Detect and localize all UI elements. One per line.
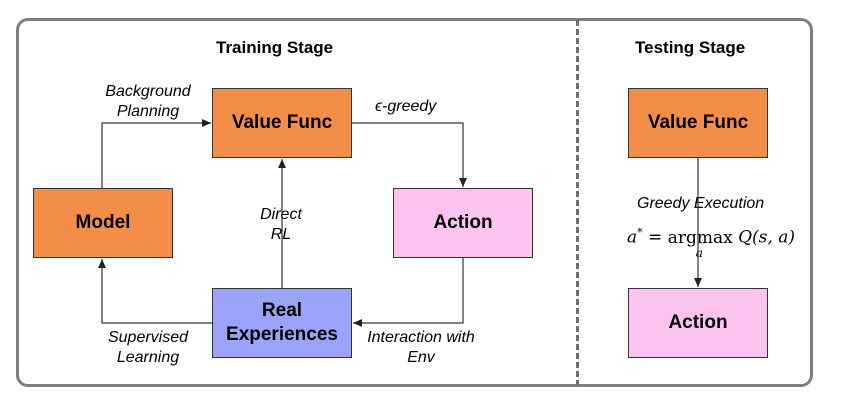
formula-equals: = <box>642 227 668 248</box>
arrow-valuefunc-to-action <box>352 122 467 187</box>
test-action-box: Action <box>628 288 768 358</box>
supervised-learning-line-2: Learning <box>116 349 180 366</box>
value-func-label: Value Func <box>231 112 333 133</box>
arrow-model-to-valuefunc <box>101 119 211 188</box>
supervised-learning-label: Supervised Learning <box>93 328 203 368</box>
testing-stage-title: Testing Stage <box>635 38 746 57</box>
direct-rl-line-1: Direct <box>260 206 302 223</box>
background-planning-line-2: Planning <box>116 103 180 120</box>
formula-lhs: a <box>627 227 638 248</box>
real-experiences-line-1: Real <box>261 300 303 321</box>
model-box: Model <box>33 188 173 258</box>
background-planning-label: Background Planning <box>93 82 203 122</box>
direct-rl-line-2: RL <box>270 226 292 243</box>
interaction-with-env-label: Interaction with Env <box>355 328 487 368</box>
test-value-func-box: Value Func <box>628 88 768 158</box>
interaction-with-env-line-2: Env <box>407 349 435 366</box>
action-box: Action <box>393 188 533 258</box>
value-func-box: Value Func <box>212 88 352 158</box>
background-planning-line-1: Background <box>105 83 191 100</box>
supervised-learning-line-1: Supervised <box>107 329 189 346</box>
interaction-with-env-line-1: Interaction with <box>367 329 475 346</box>
epsilon-greedy-label: ϵ-greedy <box>375 98 437 115</box>
formula-rhs: Q(s, a) <box>738 227 795 248</box>
test-value-func-label: Value Func <box>647 112 749 133</box>
training-stage-title: Training Stage <box>216 38 334 57</box>
real-experiences-box: Real Experiences <box>212 288 352 358</box>
arrow-experiences-to-model <box>98 259 212 324</box>
arrow-action-to-experiences <box>353 258 464 327</box>
direct-rl-label: Direct RL <box>246 205 316 245</box>
stage-divider <box>576 20 579 386</box>
model-label: Model <box>75 212 131 233</box>
greedy-execution-label: Greedy Execution <box>637 195 765 212</box>
formula-subscript: a <box>695 245 703 260</box>
test-action-label: Action <box>668 312 728 333</box>
action-label: Action <box>433 212 493 233</box>
formula-star: * <box>637 226 643 239</box>
formula-op: argmax <box>667 227 733 248</box>
diagram-frame <box>16 18 813 387</box>
real-experiences-line-2: Experiences <box>226 324 338 345</box>
